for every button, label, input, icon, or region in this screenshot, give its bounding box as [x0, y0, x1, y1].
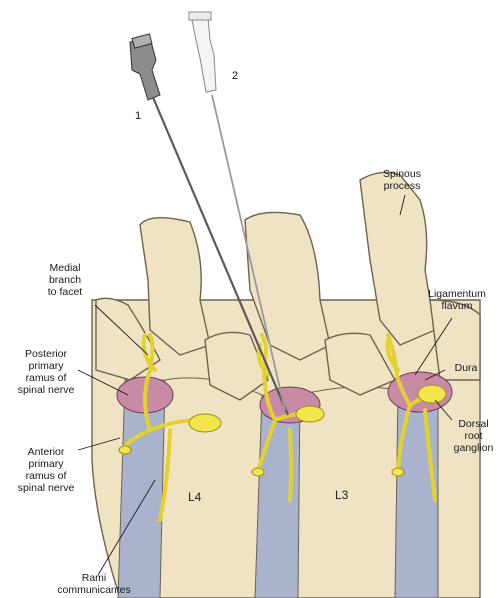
vertebra-l3-label: L3	[335, 488, 348, 502]
disc-middle	[255, 395, 300, 598]
needle-2-label: 2	[232, 70, 238, 82]
dura-label: Dura	[446, 362, 486, 374]
disc-right	[395, 390, 438, 598]
vertebra-l4-label: L4	[188, 490, 201, 504]
needle-1-label: 1	[135, 110, 141, 122]
posterior-ramus-label: Posterior primary ramus of spinal nerve	[6, 348, 86, 396]
spinous-process-label: Spinous process	[362, 168, 442, 192]
ligamentum-flavum-label: Ligamentum flavum	[415, 288, 499, 312]
anterior-ramus-label: Anterior primary ramus of spinal nerve	[6, 446, 86, 494]
medial-branch-label: Medial branch to facet	[25, 262, 105, 298]
rami-communicantes-label: Rami communicantes	[44, 572, 144, 596]
dorsal-root-ganglion-label: Dorsal root ganglion	[446, 418, 501, 454]
